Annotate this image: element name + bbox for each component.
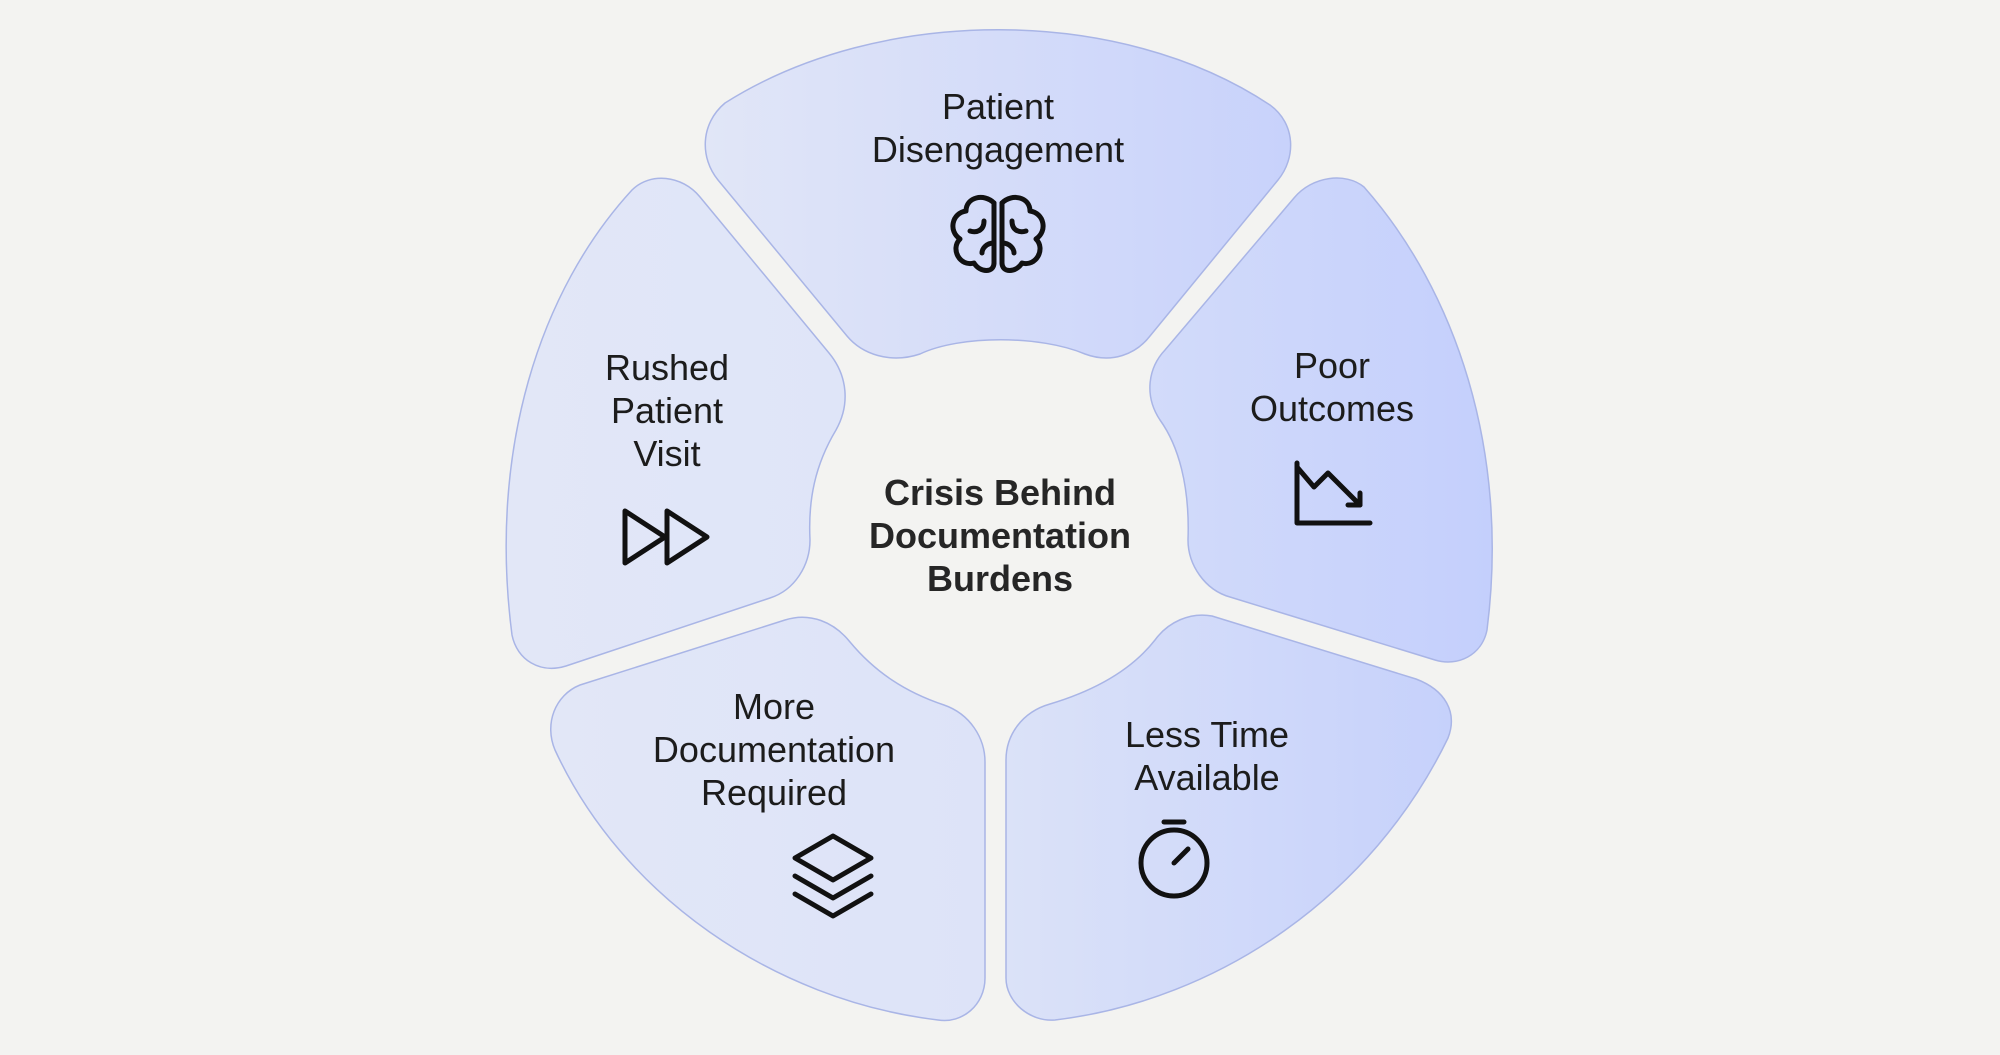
- segment-label-line: Patient: [611, 390, 723, 431]
- fast-forward-icon: [622, 508, 710, 566]
- segment-label-line: Patient: [942, 86, 1054, 127]
- segment-less-time-available: Less Time Available: [1005, 614, 1453, 1021]
- center-title-line: Crisis Behind: [884, 472, 1116, 513]
- segment-label-line: Outcomes: [1250, 388, 1414, 429]
- segment-label-line: Available: [1134, 757, 1279, 798]
- segment-rushed-patient-visit: Rushed Patient Visit: [505, 177, 846, 669]
- segment-label-line: More: [733, 686, 815, 727]
- segment-label-line: Rushed: [605, 347, 729, 388]
- segment-poor-outcomes: Poor Outcomes: [1149, 177, 1493, 663]
- segment-label-line: Required: [701, 772, 847, 813]
- segment-more-documentation-required: More Documentation Required: [550, 616, 986, 1022]
- stopwatch-icon: [1138, 819, 1210, 899]
- layers-icon: [792, 833, 874, 919]
- segment-label-line: Documentation: [653, 729, 895, 770]
- segment-label-line: Poor: [1294, 345, 1370, 386]
- segment-label-line: Visit: [633, 433, 700, 474]
- brain-icon: [950, 194, 1046, 273]
- segment-label-line: Less Time: [1125, 714, 1289, 755]
- segment-patient-disengagement: Patient Disengagement: [704, 29, 1292, 359]
- center-title-line: Burdens: [927, 558, 1073, 599]
- segment-label-line: Disengagement: [872, 129, 1124, 170]
- center-title-line: Documentation: [869, 515, 1131, 556]
- chart-down-icon: [1294, 460, 1373, 526]
- center-title: Crisis Behind Documentation Burdens: [869, 472, 1131, 599]
